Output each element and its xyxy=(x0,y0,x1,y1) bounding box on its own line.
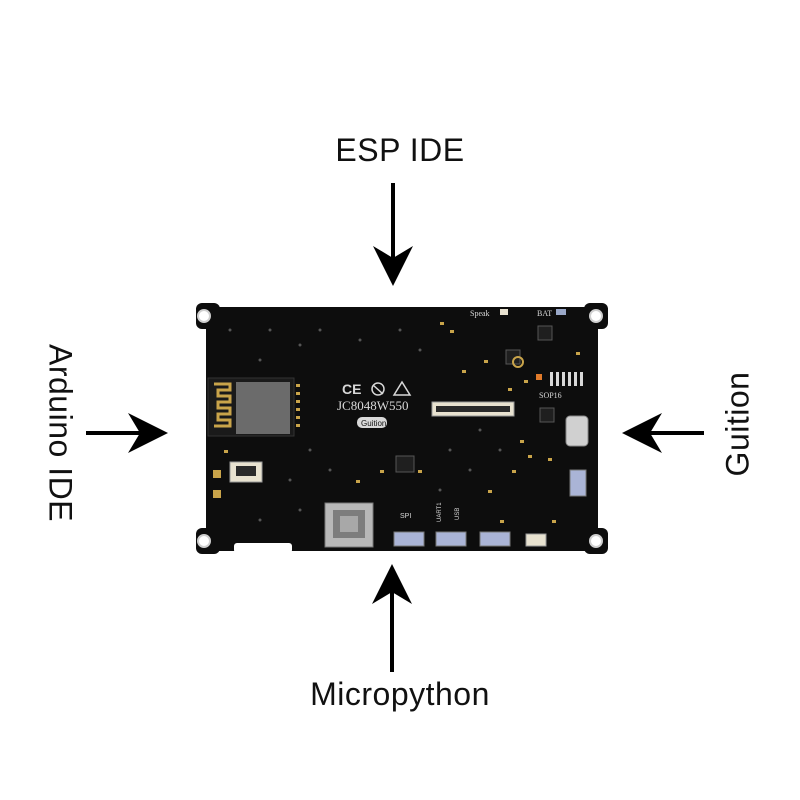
board-model-text: JC8048W550 xyxy=(337,398,409,413)
mount-hole xyxy=(197,309,211,323)
svg-text:CE: CE xyxy=(342,381,361,397)
silk-spi: SPI xyxy=(400,513,411,520)
pcb-board: CE JC8048W550 Guition Speak BAT SOP16 xyxy=(196,303,608,554)
usb-c-connector xyxy=(565,415,589,447)
antenna-trace xyxy=(214,382,232,428)
ic-chip xyxy=(395,455,415,473)
silk-bat: BAT xyxy=(537,309,552,318)
tact-button xyxy=(213,470,221,478)
ic-chip xyxy=(537,325,553,341)
silk-sop16: SOP16 xyxy=(539,391,562,400)
mount-hole xyxy=(197,534,211,548)
silk-uart1: UART1 xyxy=(437,502,443,522)
ic-chip xyxy=(539,407,555,423)
board-brand-text: Guition xyxy=(361,419,386,428)
label-esp-ide: ESP IDE xyxy=(335,132,465,168)
label-micropython: Micropython xyxy=(310,676,490,712)
silk-speak: Speak xyxy=(470,309,490,318)
tact-button xyxy=(213,490,221,498)
small-connector xyxy=(525,533,547,547)
spi-connector xyxy=(393,531,425,547)
jst-connector xyxy=(569,469,587,497)
mount-hole xyxy=(589,309,603,323)
silk-usb: USB xyxy=(455,508,461,520)
uart-connector xyxy=(435,531,467,547)
usb-connector xyxy=(479,531,511,547)
mount-hole xyxy=(589,534,603,548)
